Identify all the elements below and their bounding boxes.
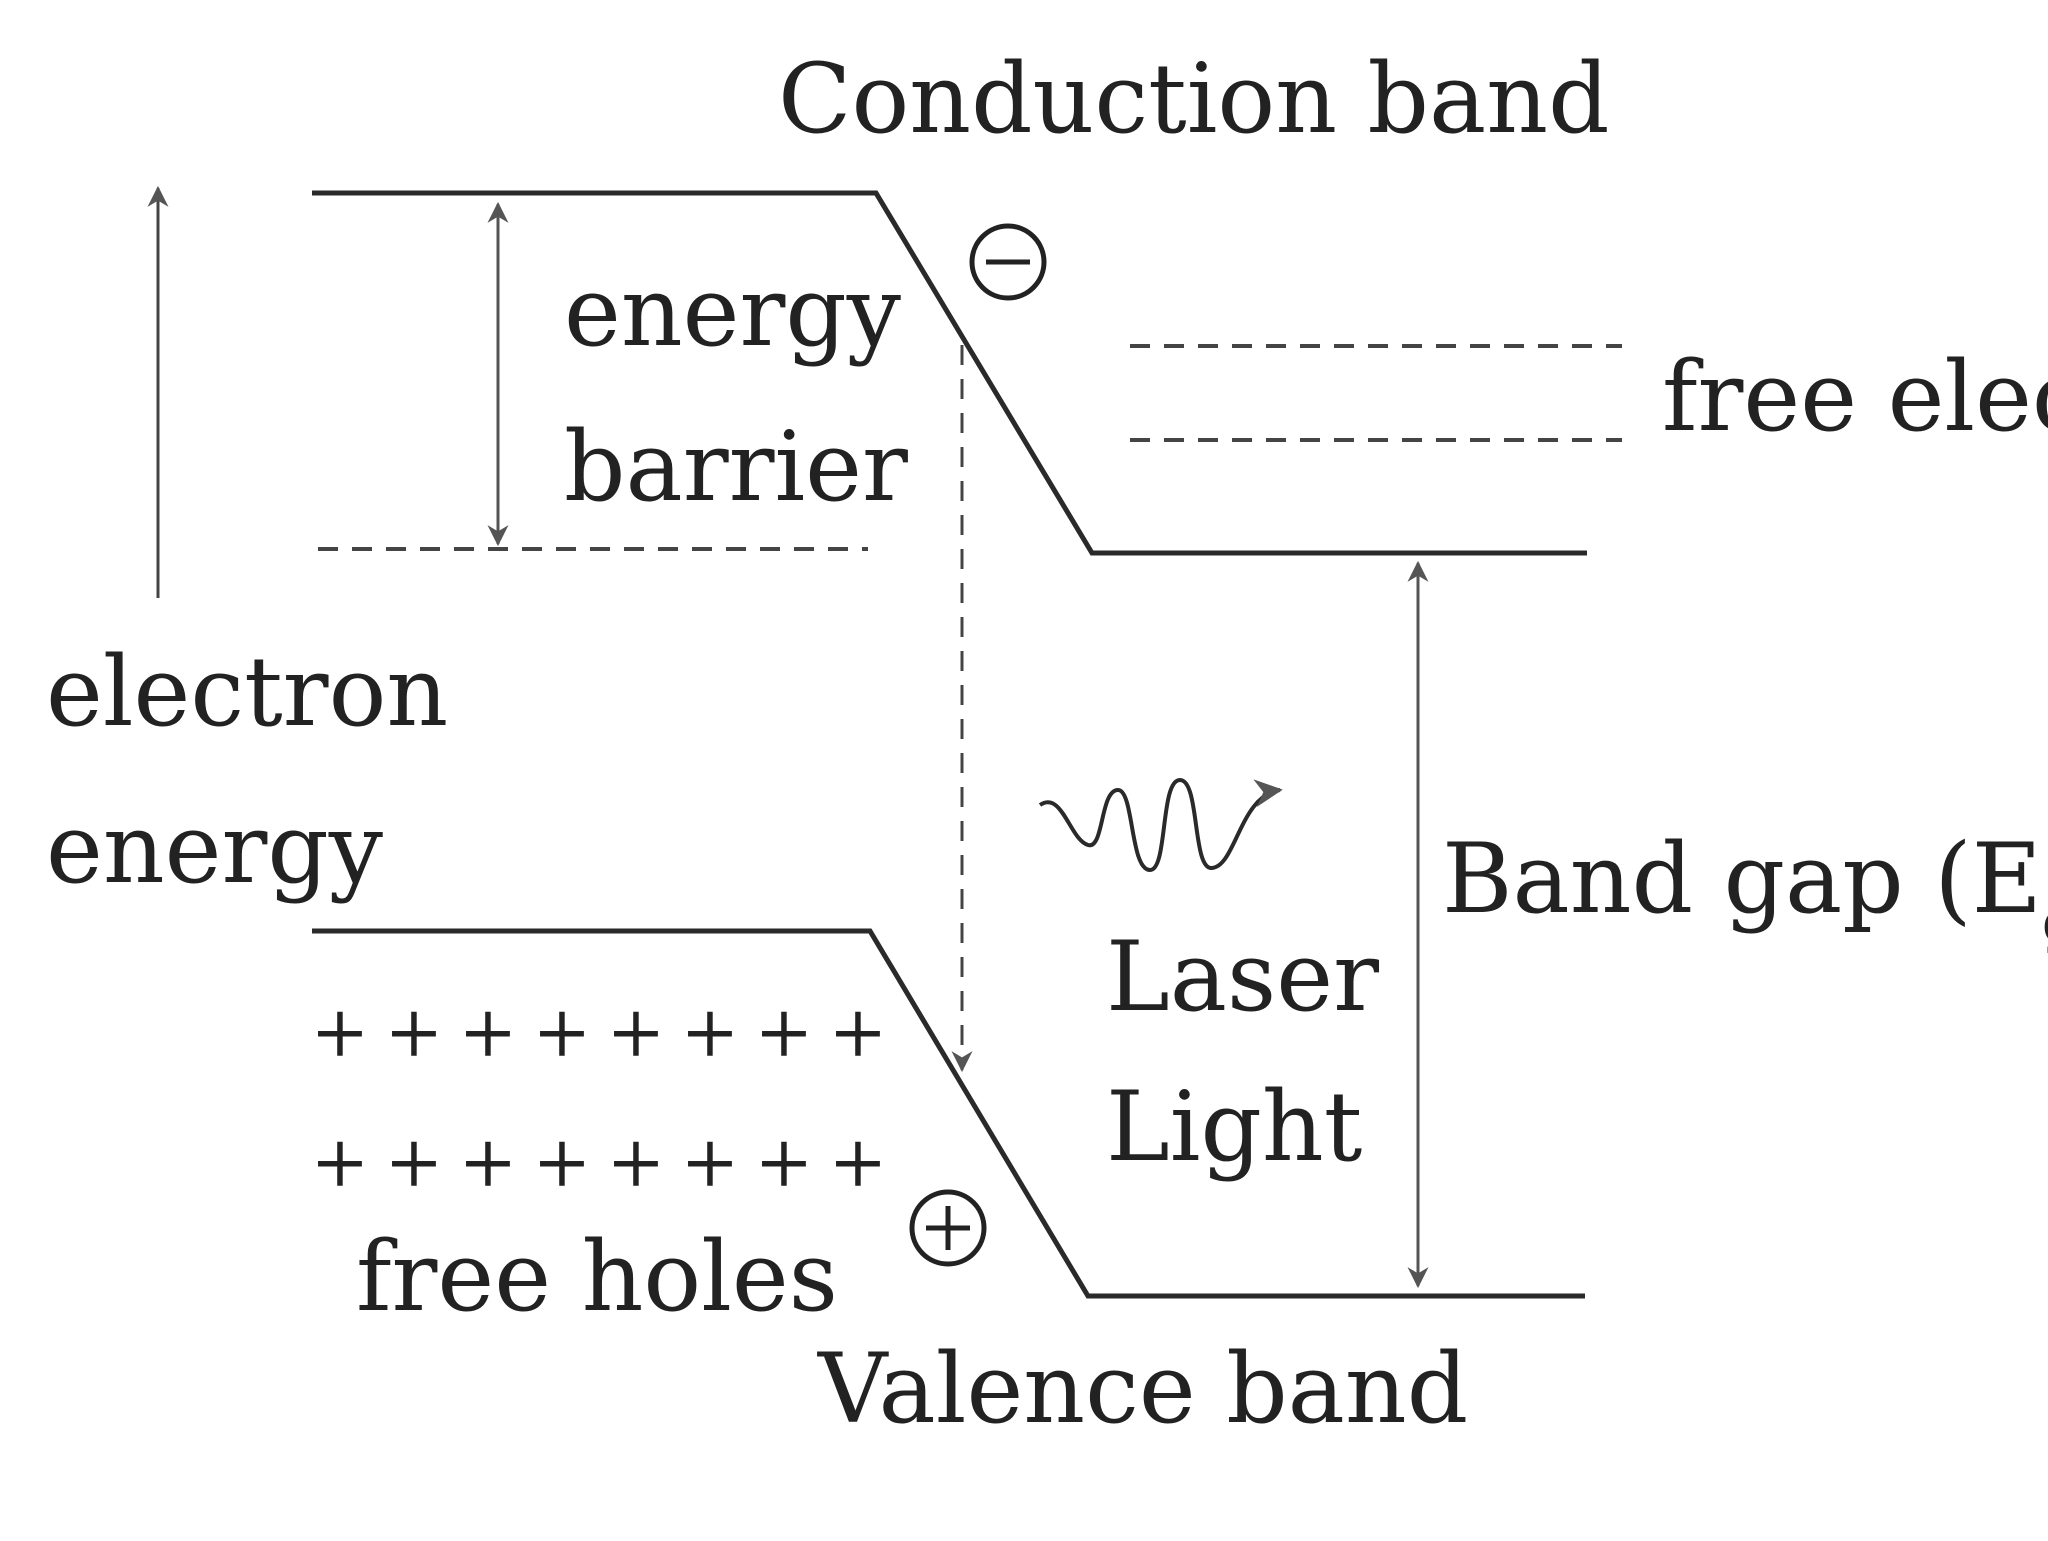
hole-plus-2-2: +: [385, 1121, 444, 1203]
photon-wave-icon: [1038, 777, 1283, 873]
hole-plus-1-7: +: [755, 991, 814, 1073]
hole-plus-1-8: +: [829, 991, 888, 1073]
hole-plus-1-4: +: [533, 991, 592, 1073]
free-holes-row-1: ++++++++: [311, 991, 888, 1073]
electron-energy-label-line1: electron: [46, 636, 448, 748]
band-gap-label-main: Band gap (E: [1442, 823, 2042, 935]
electron-icon: [969, 223, 1047, 301]
laser-light-label-line1: Laser: [1106, 921, 1379, 1033]
hole-plus-2-5: +: [607, 1121, 666, 1203]
electron-energy-label-line2: energy: [46, 793, 383, 905]
valence-band-label: Valence band: [817, 1333, 1468, 1445]
free-holes-label: free holes: [356, 1221, 838, 1333]
free-holes-row-2: ++++++++: [311, 1121, 888, 1203]
energy-barrier-label-line2: barrier: [564, 411, 908, 523]
conduction-band-label: Conduction band: [778, 43, 1610, 155]
band-gap-label-subscript: g: [2042, 888, 2048, 956]
laser-light-label-line2: Light: [1106, 1071, 1362, 1183]
valence-band-edge: [312, 928, 1585, 1299]
hole-plus-2-8: +: [829, 1121, 888, 1203]
hole-plus-1-3: +: [459, 991, 518, 1073]
energy-barrier-label-line1: energy: [564, 256, 901, 368]
hole-plus-2-4: +: [533, 1121, 592, 1203]
hole-plus-1-1: +: [311, 991, 370, 1073]
conduction-band-edge: [312, 190, 1587, 556]
free-electrons-label: free electrons: [1662, 341, 2048, 453]
band-gap-label: Band gap (Eg): [1442, 823, 2048, 956]
hole-plus-2-3: +: [459, 1121, 518, 1203]
hole-plus-1-6: +: [681, 991, 740, 1073]
hole-icon: [909, 1189, 987, 1267]
hole-plus-1-5: +: [607, 991, 666, 1073]
hole-plus-2-7: +: [755, 1121, 814, 1203]
hole-plus-1-2: +: [385, 991, 444, 1073]
hole-plus-2-6: +: [681, 1121, 740, 1203]
hole-plus-2-1: +: [311, 1121, 370, 1203]
